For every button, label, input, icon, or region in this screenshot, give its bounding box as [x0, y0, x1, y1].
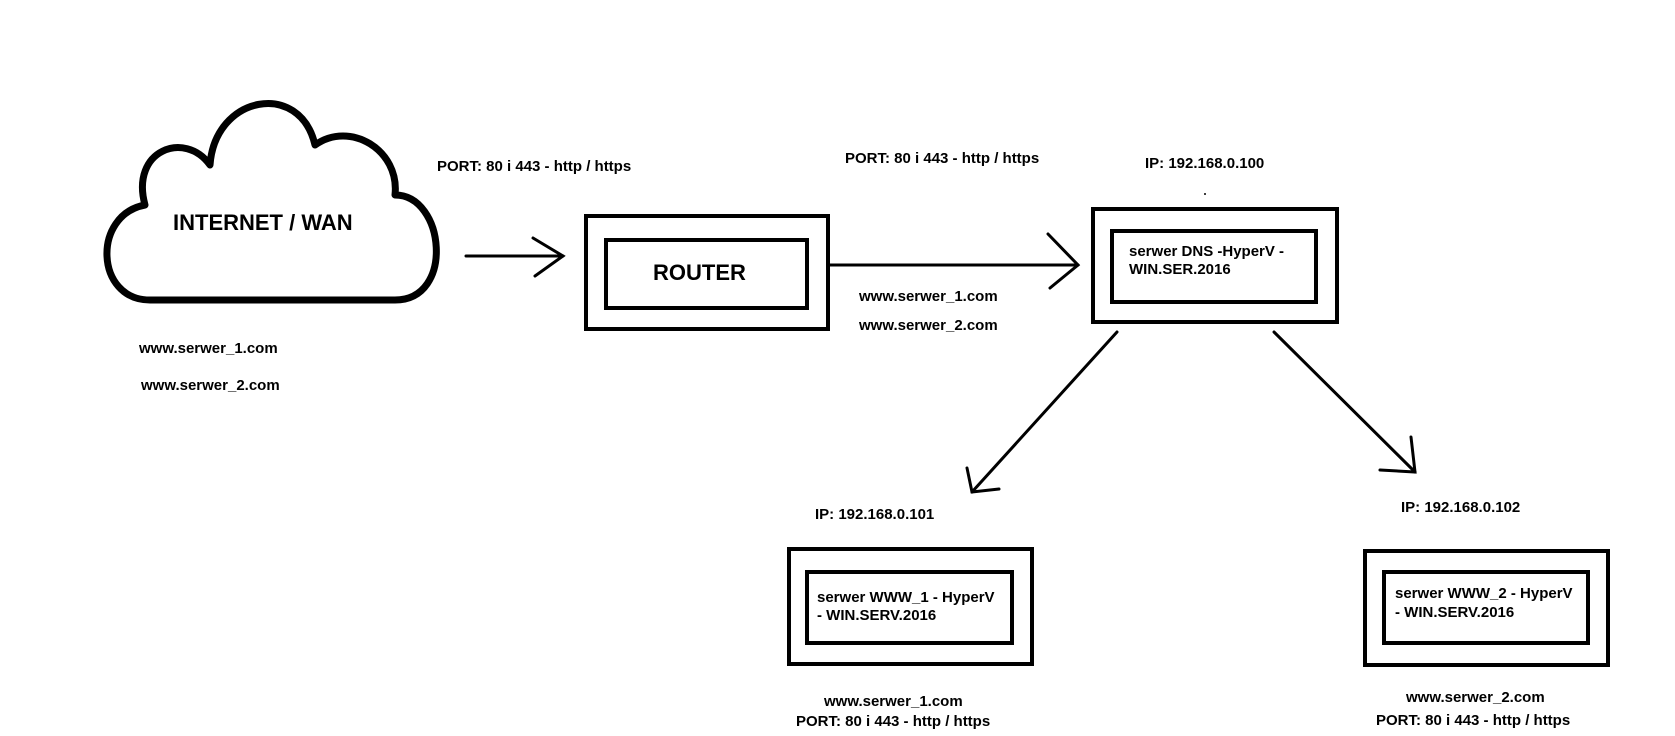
router-label: ROUTER [653, 260, 746, 285]
arrow-dns-to-www2 [1272, 330, 1417, 474]
arrow-dns-to-www1 [965, 330, 1119, 494]
www2-ip-label: IP: 192.168.0.102 [1401, 499, 1521, 516]
dns-server-inner-box [1110, 229, 1318, 304]
dot-mark [1204, 193, 1206, 195]
www1-domain: www.serwer_1.com [824, 693, 963, 710]
www1-server-label-line1: serwer WWW_1 - HyperV [817, 589, 995, 606]
dns-server-label-line2: WIN.SER.2016 [1129, 261, 1231, 278]
www1-ip-label: IP: 192.168.0.101 [815, 506, 935, 523]
port-label-internet-router: PORT: 80 i 443 - http / https [437, 158, 632, 175]
cloud-icon [103, 100, 440, 304]
dns-server-label-line1: serwer DNS -HyperV - [1129, 243, 1285, 260]
arrow-router-to-dns [828, 232, 1081, 290]
router-dns-domain-2: www.serwer_2.com [859, 317, 998, 334]
www2-server-label-line2: - WIN.SERV.2016 [1395, 604, 1515, 621]
www2-port-label: PORT: 80 i 443 - http / https [1376, 712, 1571, 729]
www1-port-label: PORT: 80 i 443 - http / https [796, 713, 991, 730]
internet-label: INTERNET / WAN [173, 210, 353, 235]
internet-domain-2: www.serwer_2.com [141, 377, 280, 394]
port-label-router-dns: PORT: 80 i 443 - http / https [845, 150, 1040, 167]
router-inner-box [604, 238, 809, 310]
dns-ip-label: IP: 192.168.0.100 [1145, 155, 1265, 172]
www1-server-label-line2: - WIN.SERV.2016 [817, 607, 937, 624]
router-dns-domain-1: www.serwer_1.com [859, 288, 998, 305]
www2-domain: www.serwer_2.com [1406, 689, 1545, 706]
www1-server-inner-box [805, 570, 1014, 645]
www2-server-label-line1: serwer WWW_2 - HyperV [1395, 585, 1573, 602]
www2-server-inner-box [1382, 570, 1590, 645]
internet-domain-1: www.serwer_1.com [139, 340, 278, 357]
arrow-internet-to-router [464, 236, 566, 278]
